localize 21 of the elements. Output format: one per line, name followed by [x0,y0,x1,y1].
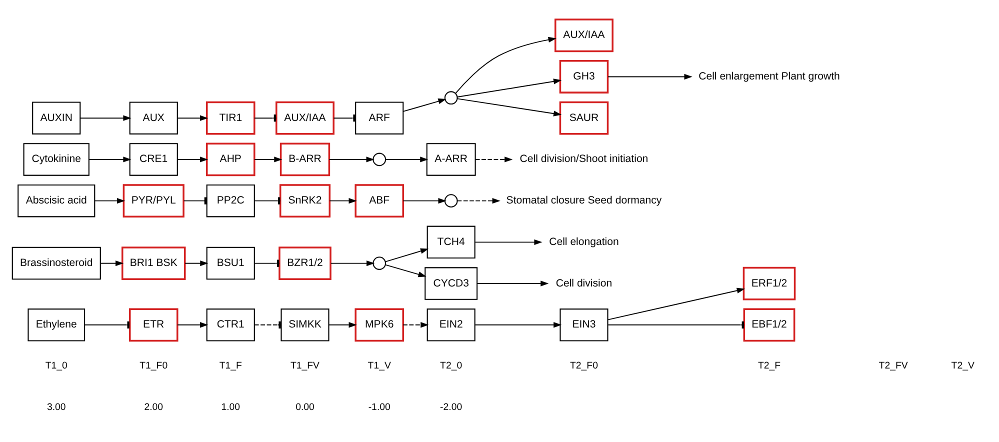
label: T2_V [951,360,974,372]
label: T2_F [758,360,781,372]
label: T2_FV [878,360,908,372]
label: T2_F0 [570,360,598,372]
node-text: Cell division/Shoot initiation [520,152,648,165]
label: T1_FV [290,360,320,372]
label: 1.00 [221,402,240,413]
label: T2_0 [440,360,462,372]
label: -2.00 [440,402,462,413]
label: T1_F0 [140,360,168,372]
label: 3.00 [46,402,66,413]
node-text: Stomatal closure Seed dormancy [506,194,662,206]
node-text: Cell elongation [549,235,619,248]
label: T1_0 [45,360,68,372]
node-text: Cell enlargement Plant growth [698,70,840,82]
label: T1_F [219,360,242,372]
label: 2.00 [144,402,164,413]
label: T1_V [368,360,391,372]
label: -1.00 [368,402,390,413]
node-text: Cell division [556,276,612,289]
label: 0.00 [296,402,314,413]
